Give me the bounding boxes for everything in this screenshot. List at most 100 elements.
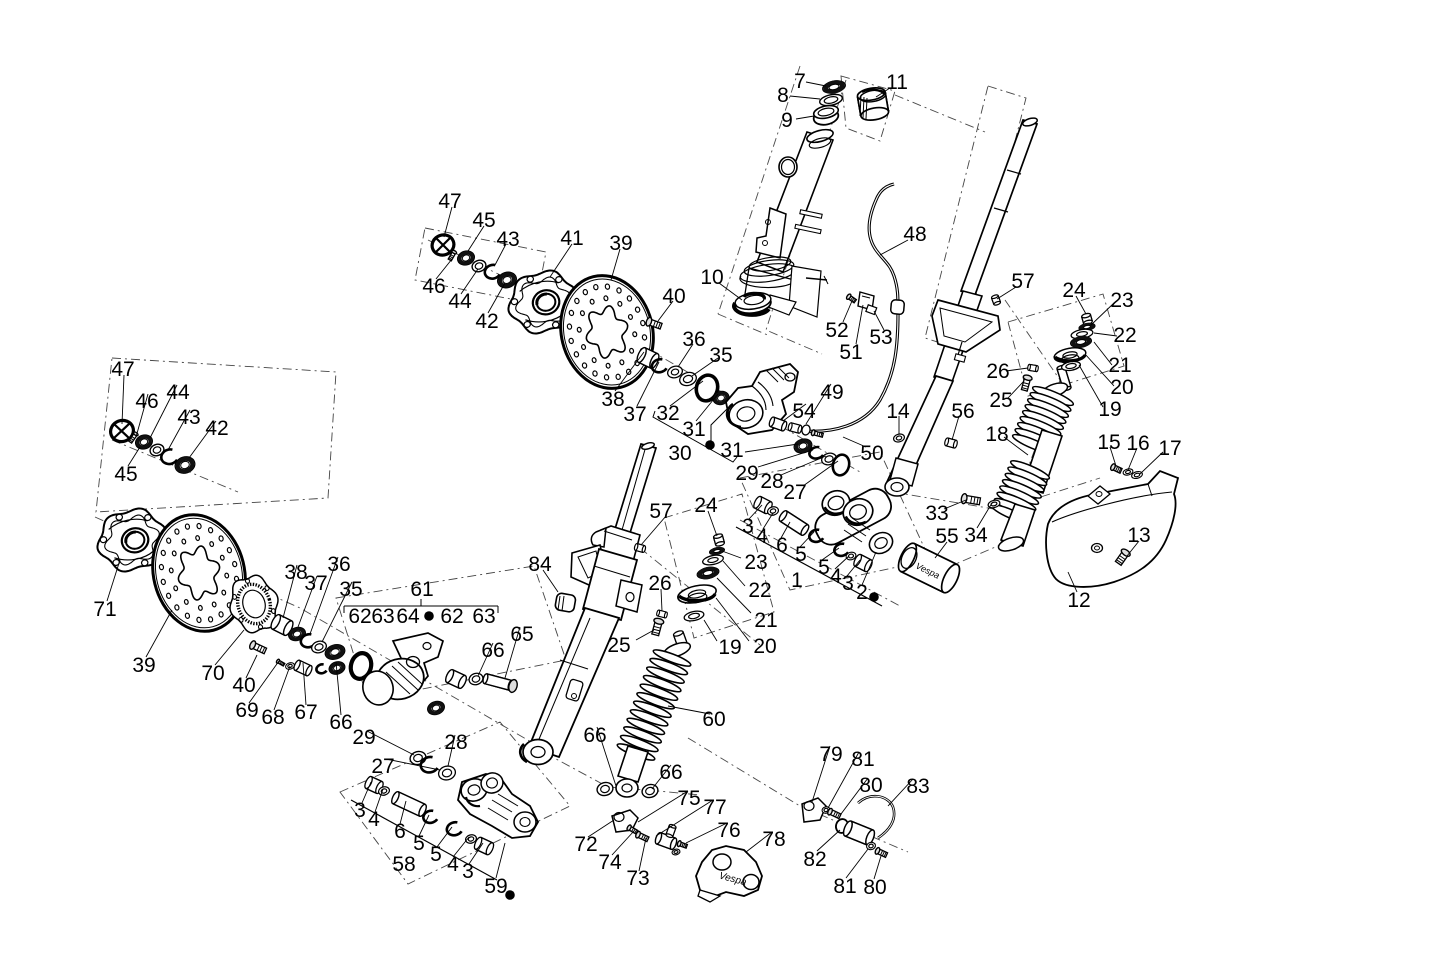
svg-text:7: 7 [794, 70, 806, 93]
svg-text:72: 72 [574, 833, 597, 856]
svg-text:19: 19 [718, 636, 741, 659]
svg-text:78: 78 [762, 828, 785, 851]
svg-text:46: 46 [135, 390, 158, 413]
svg-text:3: 3 [462, 860, 474, 883]
svg-text:40: 40 [232, 674, 255, 697]
svg-text:76: 76 [717, 819, 740, 842]
svg-text:5: 5 [413, 832, 425, 855]
svg-text:52: 52 [825, 319, 848, 342]
svg-text:22: 22 [748, 579, 771, 602]
svg-text:74: 74 [598, 851, 622, 874]
svg-text:25: 25 [989, 389, 1012, 412]
svg-text:45: 45 [114, 463, 137, 486]
svg-text:34: 34 [964, 524, 988, 547]
svg-text:6: 6 [394, 820, 406, 843]
svg-text:81: 81 [833, 875, 856, 898]
svg-text:18: 18 [985, 423, 1008, 446]
svg-text:73: 73 [626, 867, 649, 890]
svg-text:65: 65 [510, 623, 533, 646]
svg-text:21: 21 [1108, 354, 1131, 377]
svg-text:29: 29 [352, 726, 375, 749]
svg-text:14: 14 [886, 400, 910, 423]
svg-text:15: 15 [1097, 431, 1120, 454]
svg-text:17: 17 [1158, 437, 1181, 460]
svg-text:11: 11 [886, 71, 908, 94]
svg-text:23: 23 [1110, 289, 1133, 312]
svg-text:47: 47 [111, 358, 134, 381]
svg-text:31: 31 [682, 418, 705, 441]
svg-text:23: 23 [744, 551, 767, 574]
svg-text:27: 27 [783, 481, 806, 504]
svg-text:68: 68 [261, 706, 284, 729]
svg-text:4: 4 [368, 808, 380, 831]
svg-text:22: 22 [1113, 324, 1136, 347]
svg-text:3: 3 [742, 515, 754, 538]
svg-text:21: 21 [754, 609, 777, 632]
svg-text:39: 39 [132, 654, 155, 677]
svg-text:25: 25 [607, 634, 630, 657]
svg-text:58: 58 [392, 853, 415, 876]
svg-text:71: 71 [93, 598, 116, 621]
svg-text:66: 66 [481, 639, 504, 662]
svg-text:43: 43 [496, 228, 519, 251]
svg-text:35: 35 [339, 578, 362, 601]
svg-text:33: 33 [925, 502, 948, 525]
svg-text:16: 16 [1126, 432, 1149, 455]
svg-text:5: 5 [818, 556, 830, 579]
svg-text:69: 69 [235, 699, 258, 722]
svg-text:38: 38 [284, 561, 307, 584]
svg-text:38: 38 [601, 388, 624, 411]
svg-text:57: 57 [1011, 270, 1034, 293]
svg-text:37: 37 [623, 403, 646, 426]
svg-text:8: 8 [777, 84, 789, 107]
svg-text:81: 81 [851, 748, 874, 771]
svg-text:42: 42 [205, 417, 228, 440]
svg-text:40: 40 [662, 285, 685, 308]
svg-text:80: 80 [863, 876, 886, 899]
svg-text:12: 12 [1067, 589, 1090, 612]
svg-text:41: 41 [560, 227, 583, 250]
svg-text:62: 62 [440, 605, 463, 628]
svg-text:63: 63 [371, 605, 394, 628]
svg-text:4: 4 [756, 525, 768, 548]
svg-text:24: 24 [694, 494, 718, 517]
svg-text:44: 44 [448, 290, 472, 313]
svg-text:28: 28 [444, 731, 467, 754]
svg-text:30: 30 [668, 442, 691, 465]
svg-text:2: 2 [856, 581, 868, 604]
svg-text:1: 1 [791, 569, 803, 592]
svg-text:26: 26 [648, 572, 671, 595]
svg-text:62: 62 [348, 605, 371, 628]
svg-text:37: 37 [304, 572, 327, 595]
svg-text:45: 45 [472, 209, 495, 232]
svg-text:82: 82 [803, 848, 826, 871]
svg-text:39: 39 [609, 232, 632, 255]
svg-text:36: 36 [682, 328, 705, 351]
svg-text:79: 79 [819, 743, 842, 766]
svg-text:26: 26 [986, 360, 1009, 383]
svg-text:27: 27 [371, 755, 394, 778]
svg-text:28: 28 [760, 470, 783, 493]
svg-text:32: 32 [656, 402, 679, 425]
svg-text:55: 55 [935, 525, 958, 548]
svg-text:57: 57 [649, 500, 672, 523]
svg-text:56: 56 [951, 400, 974, 423]
svg-text:20: 20 [1110, 376, 1133, 399]
svg-text:42: 42 [475, 310, 498, 333]
svg-text:80: 80 [859, 774, 882, 797]
svg-text:13: 13 [1127, 524, 1150, 547]
svg-text:53: 53 [869, 326, 892, 349]
svg-text:49: 49 [820, 381, 843, 404]
svg-text:48: 48 [903, 223, 926, 246]
svg-text:64: 64 [396, 605, 420, 628]
svg-text:4: 4 [447, 853, 459, 876]
svg-text:10: 10 [700, 266, 723, 289]
svg-text:20: 20 [753, 635, 776, 658]
svg-text:60: 60 [702, 708, 725, 731]
svg-text:61: 61 [410, 578, 433, 601]
svg-text:70: 70 [201, 662, 224, 685]
svg-text:44: 44 [166, 381, 190, 404]
svg-text:83: 83 [906, 775, 929, 798]
svg-text:19: 19 [1098, 398, 1121, 421]
svg-text:66: 66 [329, 711, 352, 734]
